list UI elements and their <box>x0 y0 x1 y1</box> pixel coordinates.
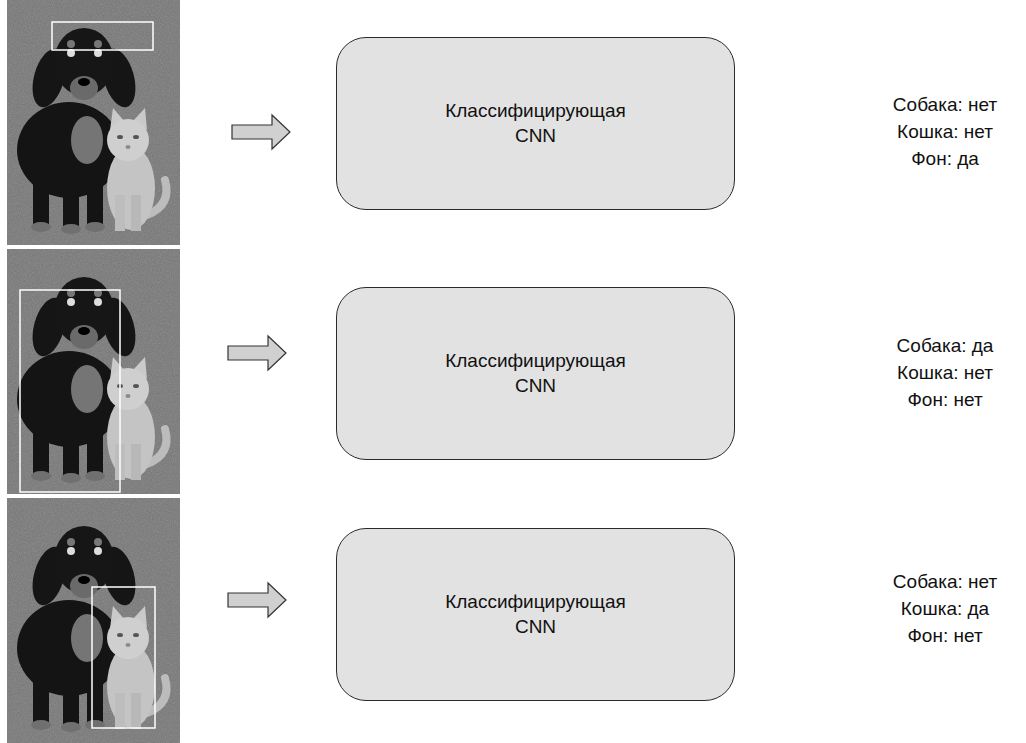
dog-cat-photo <box>7 498 180 743</box>
class-result: Фон: да <box>865 148 1025 170</box>
class-result: Собака: нет <box>865 571 1025 593</box>
box-label: Классифицирующая CNN <box>445 99 626 148</box>
process-box: Классифицирующая CNN <box>336 528 735 701</box>
dog-cat-photo <box>7 0 180 245</box>
class-result: Кошка: да <box>865 598 1025 620</box>
class-result: Кошка: нет <box>865 362 1025 384</box>
block-arrow <box>232 115 290 149</box>
process-box: Классифицирующая CNN <box>336 287 735 460</box>
class-result: Фон: нет <box>865 625 1025 647</box>
dog-cat-photo <box>7 249 180 494</box>
region-box <box>52 22 153 50</box>
box-label: Классифицирующая CNN <box>445 590 626 639</box>
box-label: Классифицирующая CNN <box>445 349 626 398</box>
class-result: Собака: нет <box>865 94 1025 116</box>
region-box <box>20 290 120 492</box>
block-arrow <box>228 583 286 617</box>
block-arrow <box>228 336 286 370</box>
class-result: Фон: нет <box>865 389 1025 411</box>
region-box <box>92 587 155 728</box>
class-result: Кошка: нет <box>865 121 1025 143</box>
class-result: Собака: да <box>865 335 1025 357</box>
process-box: Классифицирующая CNN <box>336 37 735 210</box>
